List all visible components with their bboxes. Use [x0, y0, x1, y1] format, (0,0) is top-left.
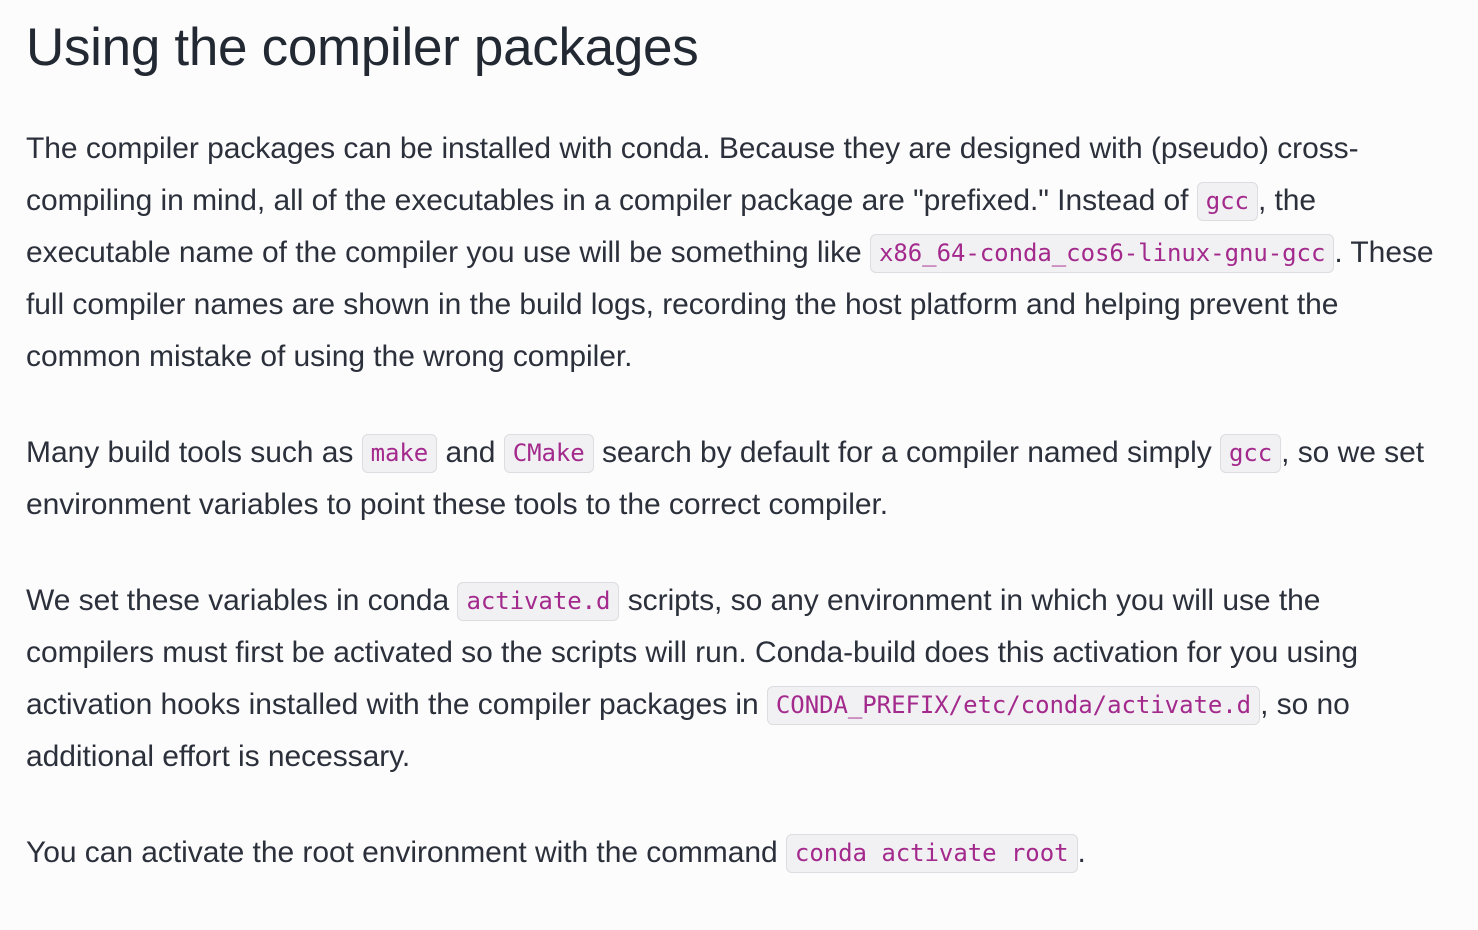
page-title: Using the compiler packages — [26, 18, 699, 77]
paragraph-text: . These full compiler names are shown in… — [26, 235, 1434, 373]
paragraph-container: The compiler packages can be installed w… — [26, 123, 1452, 879]
paragraph-text: and — [437, 435, 504, 469]
paragraph-activate-scripts: We set these variables in conda activate… — [26, 575, 1452, 783]
paragraph-text: scripts, so any environment in which you… — [26, 583, 1359, 721]
inline-code: gcc — [1219, 433, 1282, 473]
documentation-page: Using the compiler packages The compiler… — [26, 18, 1452, 879]
inline-code: gcc — [1196, 181, 1258, 221]
paragraph-activate-root: You can activate the root environment wi… — [26, 827, 1452, 879]
inline-code: CMake — [503, 433, 594, 473]
paragraph-text: You can activate the root environment wi… — [26, 835, 786, 869]
paragraph-text: search by default for a compiler named s… — [593, 435, 1220, 469]
inline-code: activate.d — [457, 581, 620, 621]
inline-code: make — [361, 433, 438, 473]
paragraph-text: We set these variables in conda — [26, 583, 458, 617]
inline-code: CONDA_PREFIX/etc/conda/activate.d — [766, 685, 1261, 725]
paragraph-text: , so no additional effort is necessary. — [26, 687, 1350, 773]
paragraph-text: . — [1077, 835, 1086, 869]
paragraph-text: The compiler packages can be installed w… — [26, 131, 1359, 217]
inline-code: conda activate root — [785, 833, 1078, 873]
paragraph-text: , so we set environment variables to poi… — [26, 435, 1424, 521]
paragraph-text: Many build tools such as — [26, 435, 362, 469]
paragraph-build-tools: Many build tools such as make and CMake … — [26, 427, 1452, 531]
paragraph-text: , the executable name of the compiler yo… — [26, 183, 1317, 269]
inline-code: x86_64-conda_cos6-linux-gnu-gcc — [869, 233, 1335, 273]
paragraph-intro: The compiler packages can be installed w… — [26, 123, 1452, 383]
